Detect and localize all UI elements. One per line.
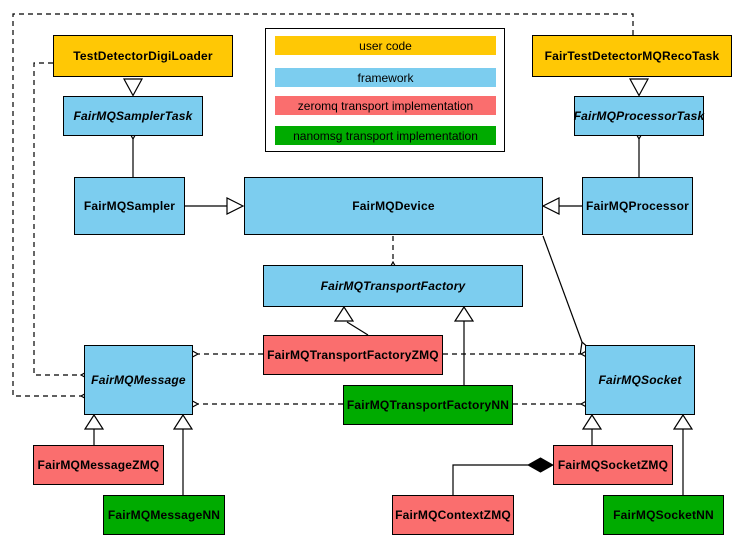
node-fairmqmessage: FairMQMessage — [84, 345, 193, 415]
edge-inheritance-messagenn-message — [172, 413, 194, 495]
legend-label: framework — [357, 70, 414, 85]
node-fairmqsamplertask: FairMQSamplerTask — [63, 96, 203, 136]
node-fairmqmessagezmq: FairMQMessageZMQ — [33, 445, 164, 485]
node-fairmqtransportfactorynn: FairMQTransportFactoryNN — [343, 385, 513, 425]
legend-item-framework: framework — [275, 68, 496, 87]
node-fairmqsampler: FairMQSampler — [74, 177, 185, 235]
node-testdetectordigiloader: TestDetectorDigiLoader — [53, 35, 233, 77]
legend-label: user code — [359, 38, 412, 53]
edge-inheritance-group — [83, 78, 694, 495]
node-fairmqprocessortask: FairMQProcessorTask — [574, 96, 704, 136]
edge-inheritance-factoryzmq-transportfactory — [333, 305, 369, 336]
legend-label: nanomsg transport implementation — [293, 128, 478, 143]
legend: user code framework zeromq transport imp… — [265, 28, 505, 152]
edge-inheritance-sampler-device — [185, 197, 245, 215]
edge-dependency-digiloader-message — [33, 62, 81, 375]
edge-inheritance-digiloader-samplertask — [122, 78, 144, 97]
legend-item-user-code: user code — [275, 36, 496, 55]
edge-inheritance-processor-device — [541, 197, 582, 215]
edge-inheritance-factorynn-transportfactory — [453, 305, 475, 385]
legend-item-nanomsg: nanomsg transport implementation — [275, 126, 496, 145]
node-fairmqsocket: FairMQSocket — [585, 345, 695, 415]
edge-inheritance-recotask-processortask — [628, 78, 650, 97]
edge-inheritance-socketzmq-socket — [581, 413, 603, 445]
edge-dependency-recotask-message — [12, 13, 634, 396]
node-fairmqdevice: FairMQDevice — [244, 177, 543, 235]
composition-diamond-icon — [526, 457, 555, 473]
edge-inheritance-socketnn-socket — [672, 413, 694, 495]
node-fairmqsocketnn: FairMQSocketNN — [603, 495, 724, 535]
node-fairmqtransportfactory: FairMQTransportFactory — [263, 265, 523, 307]
node-fairtestdetectormqrecotask: FairTestDetectorMQRecoTask — [532, 35, 732, 77]
legend-item-zeromq: zeromq transport implementation — [275, 96, 496, 115]
node-fairmqcontextzmq: FairMQContextZMQ — [392, 495, 514, 535]
edge-association-device-socket — [542, 235, 582, 342]
node-fairmqmessagenn: FairMQMessageNN — [103, 495, 225, 535]
edge-inheritance-messagezmq-message — [83, 413, 105, 445]
node-fairmqtransportfactoryzmq: FairMQTransportFactoryZMQ — [263, 335, 443, 375]
legend-label: zeromq transport implementation — [297, 98, 474, 113]
node-fairmqprocessor: FairMQProcessor — [582, 177, 693, 235]
edge-composition-contextzmq-socketzmq — [452, 457, 555, 495]
node-fairmqsocketzmq: FairMQSocketZMQ — [553, 445, 673, 485]
